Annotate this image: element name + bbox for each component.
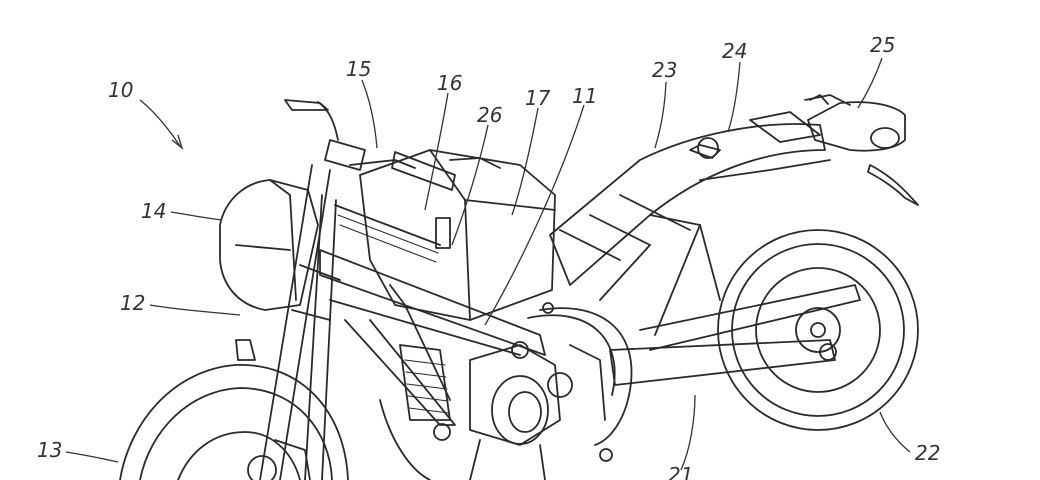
tail-light [807,94,906,152]
seat-assembly [549,111,831,336]
headlight [219,179,319,361]
swing-arm [609,284,861,386]
label-13: 13 [37,438,62,462]
fuel-tank [334,149,556,321]
label-22: 22 [915,441,940,465]
main-frame [319,249,633,462]
rear-wheel [717,229,919,431]
label-24: 24 [722,39,747,63]
label-21: 21 [668,463,693,480]
front-wheel [119,364,349,480]
label-14: 14 [141,199,166,223]
reference-labels: 10 14 12 13 15 16 26 17 11 23 24 25 22 2… [37,33,940,480]
label-11: 11 [572,84,597,108]
label-26: 26 [477,103,502,127]
handlebar-fork [259,99,456,480]
label-23: 23 [652,58,677,82]
engine [379,344,606,480]
label-12: 12 [120,291,145,315]
leader-lines [65,57,911,471]
label-15: 15 [346,57,371,81]
label-25: 25 [870,33,895,57]
label-16: 16 [437,71,462,95]
label-17: 17 [525,86,551,110]
label-10: 10 [108,78,133,102]
